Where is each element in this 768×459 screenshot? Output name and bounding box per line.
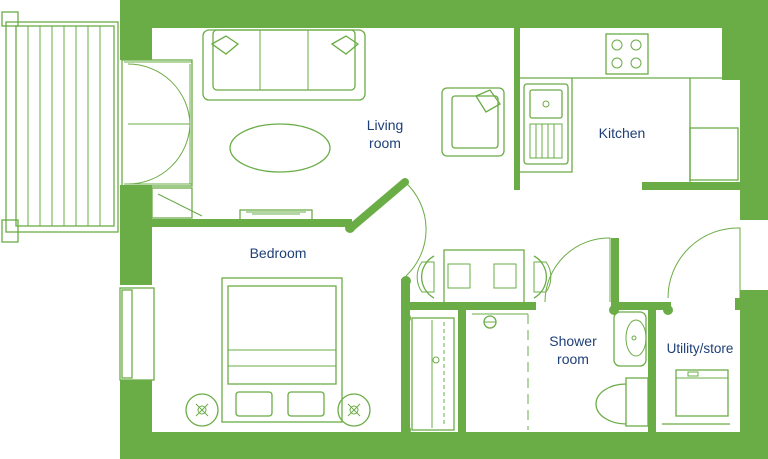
bedside-table-left (185, 393, 219, 427)
toilet (595, 377, 649, 427)
bedroom-window (119, 287, 155, 381)
bed (221, 277, 343, 423)
washing-machine (675, 369, 729, 417)
sofa (202, 29, 366, 101)
shower-door-swing (544, 237, 611, 303)
sink (523, 83, 569, 165)
armchair (441, 87, 505, 157)
room-label-utility: Utility/store (666, 341, 734, 356)
room-label-shower: Shower room (549, 333, 597, 367)
room-label-kitchen: Kitchen (598, 125, 646, 141)
bedside-table-right (337, 393, 371, 427)
balcony-doors (121, 59, 193, 187)
room-label-bedroom: Bedroom (249, 245, 307, 261)
balcony (1, 11, 119, 243)
coffee-table (229, 123, 331, 173)
radiator-living (151, 187, 203, 219)
utility-door-swing (667, 227, 741, 299)
fridge (689, 127, 739, 181)
room-label-living: Living room (366, 117, 404, 151)
hob (605, 33, 649, 75)
walls (120, 0, 768, 459)
wardrobe (411, 317, 455, 431)
tv-unit (239, 209, 313, 221)
dining-table (416, 249, 552, 305)
shower (472, 313, 529, 430)
basin (613, 311, 647, 367)
